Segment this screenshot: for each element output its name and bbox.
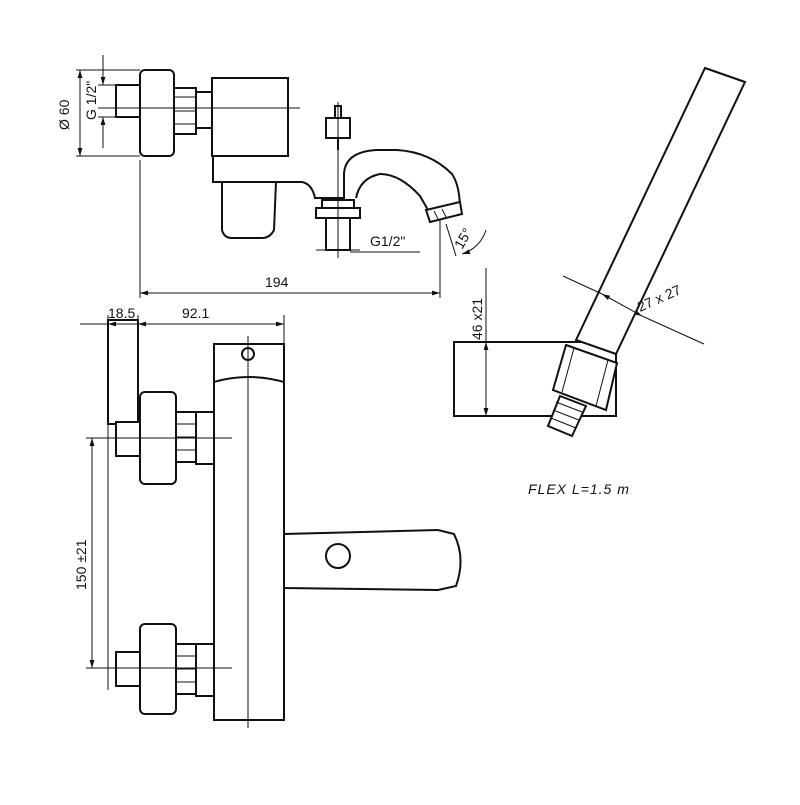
shower-holder-view (453, 66, 747, 438)
label-rosette-offset: 18.5 (108, 305, 135, 321)
label-centers: 150 ±21 (73, 539, 89, 590)
label-spout-angle: 15° (451, 225, 475, 251)
label-inlet-thread: G 1/2" (83, 81, 99, 120)
front-view (80, 315, 462, 728)
label-outlet-thread: G1/2" (370, 233, 405, 249)
label-holder-height: 46 x21 (469, 298, 485, 340)
label-inlet-diameter: Ø 60 (56, 99, 72, 130)
label-body-depth: 92.1 (182, 305, 209, 321)
label-overall-length: 194 (265, 274, 289, 290)
side-view (76, 55, 487, 298)
flex-hose-note: FLEX L=1.5 m (528, 481, 630, 497)
